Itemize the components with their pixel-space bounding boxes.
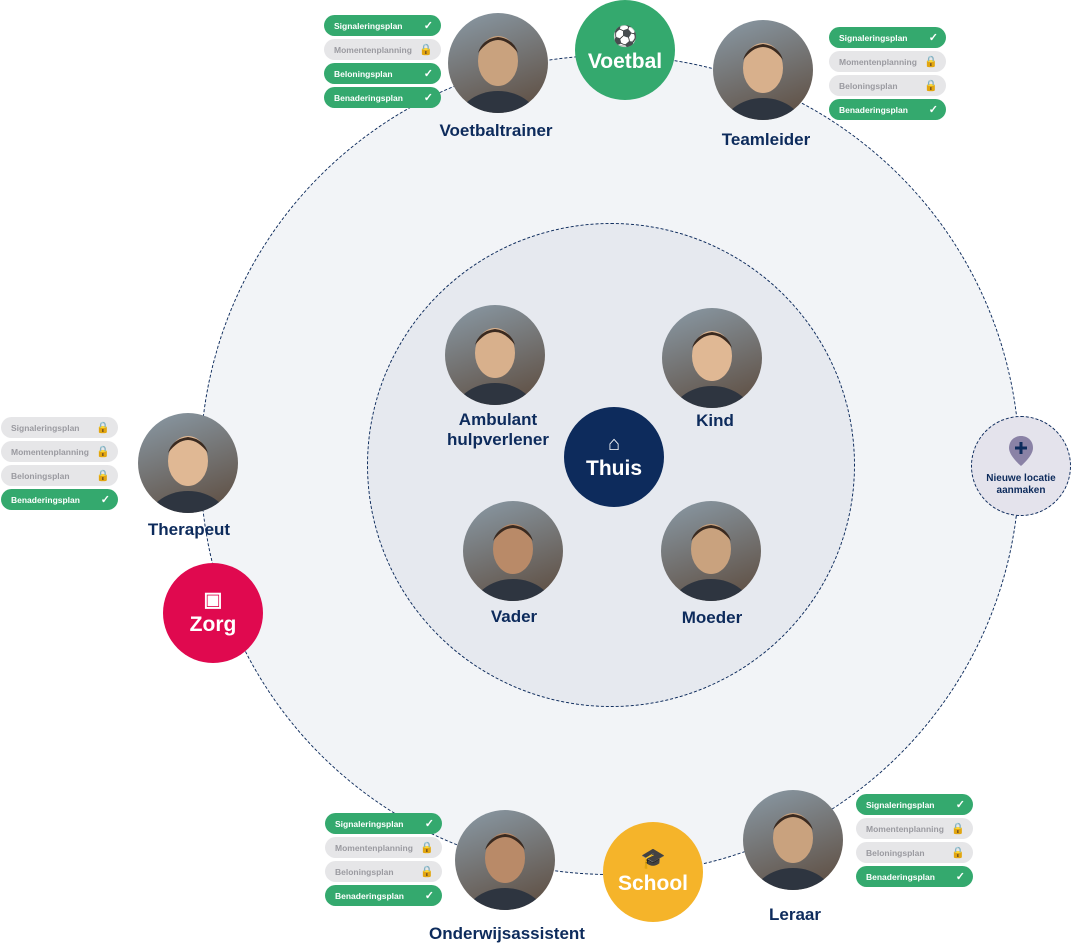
location-zorg[interactable]: ▣Zorg: [163, 563, 263, 663]
person-name: Leraar: [769, 905, 821, 924]
plan-badge[interactable]: Beloningsplan 🔒: [829, 75, 946, 96]
check-icon: ✓: [424, 818, 434, 830]
plan-badges-therapeut: Signaleringsplan🔒Momentenplanning🔒Beloni…: [1, 417, 118, 513]
plan-badge[interactable]: Signaleringsplan ✓: [856, 794, 973, 815]
new-location-button[interactable]: Nieuwe locatie aanmaken: [971, 416, 1071, 516]
check-icon: ✓: [100, 494, 110, 506]
plan-badges-leraar: Signaleringsplan✓Momentenplanning🔒Beloni…: [856, 794, 973, 890]
person-name: Kind: [696, 411, 734, 430]
plan-badge[interactable]: Momentenplanning 🔒: [856, 818, 973, 839]
lock-icon: 🔒: [924, 56, 938, 68]
plan-badge[interactable]: Beloningsplan 🔒: [1, 465, 118, 486]
plan-label: Signaleringsplan: [334, 20, 403, 31]
plan-label: Benaderingsplan: [839, 104, 908, 115]
person-name: Moeder: [681, 608, 743, 627]
plan-label: Momentenplanning: [839, 56, 917, 67]
plan-badge[interactable]: Signaleringsplan ✓: [829, 27, 946, 48]
plan-label: Benaderingsplan: [866, 871, 935, 882]
plan-label: Signaleringsplan: [11, 422, 80, 433]
plan-badge[interactable]: Benaderingsplan ✓: [856, 866, 973, 887]
plan-label: Benaderingsplan: [11, 494, 80, 505]
location-school[interactable]: 🎓School: [603, 822, 703, 922]
plan-badge[interactable]: Benaderingsplan ✓: [324, 87, 441, 108]
plan-badge[interactable]: Beloningsplan ✓: [324, 63, 441, 84]
person-name: Onderwijsassistent: [429, 924, 585, 943]
check-icon: ✓: [424, 890, 434, 902]
avatar-kind[interactable]: [662, 308, 762, 408]
avatar-voetbaltrainer[interactable]: [448, 13, 548, 113]
lock-icon: 🔒: [951, 823, 965, 835]
plan-badge[interactable]: Signaleringsplan ✓: [324, 15, 441, 36]
location-voetbal[interactable]: ⚽Voetbal: [575, 0, 675, 100]
plan-badge[interactable]: Signaleringsplan 🔒: [1, 417, 118, 438]
map-pin-plus-icon: [1008, 435, 1034, 467]
lock-icon: 🔒: [96, 446, 110, 458]
plan-badge[interactable]: Beloningsplan 🔒: [856, 842, 973, 863]
plan-label: Momentenplanning: [866, 823, 944, 834]
plan-label: Signaleringsplan: [335, 818, 404, 829]
plan-badge[interactable]: Momentenplanning 🔒: [829, 51, 946, 72]
lock-icon: 🔒: [924, 80, 938, 92]
lock-icon: 🔒: [951, 847, 965, 859]
check-icon: ✓: [928, 32, 938, 44]
person-name: Ambulant hulpverlener: [446, 410, 550, 449]
person-name: Vader: [490, 607, 538, 626]
plan-label: Beloningsplan: [335, 866, 394, 877]
location-label: Thuis: [586, 457, 642, 480]
plan-label: Benaderingsplan: [334, 92, 403, 103]
person-name: Teamleider: [721, 130, 811, 149]
location-label: School: [617, 872, 688, 895]
check-icon: ✓: [928, 104, 938, 116]
plan-label: Momentenplanning: [334, 44, 412, 55]
plan-label: Benaderingsplan: [335, 890, 404, 901]
plan-label: Beloningsplan: [866, 847, 925, 858]
location-label: Zorg: [189, 613, 237, 636]
plan-badge[interactable]: Benaderingsplan ✓: [829, 99, 946, 120]
lock-icon: 🔒: [96, 422, 110, 434]
plan-badges-voetbaltrainer: Signaleringsplan ✓ Momentenplanning 🔒 Beloni…: [324, 15, 441, 111]
avatar-onderwijsassistent[interactable]: [455, 810, 555, 910]
location-thuis[interactable]: ⌂Thuis: [564, 407, 664, 507]
plan-label: Signaleringsplan: [839, 32, 908, 43]
folder-person-icon: ▣: [203, 589, 223, 611]
plan-label: Momentenplanning: [335, 842, 413, 853]
new-location-label: Nieuwe locatie aanmaken: [986, 473, 1056, 496]
plan-label: Signaleringsplan: [866, 799, 935, 810]
plan-badge[interactable]: Signaleringsplan ✓: [325, 813, 442, 834]
check-icon: ✓: [423, 92, 433, 104]
check-icon: ✓: [955, 799, 965, 811]
graduation-cap-icon: 🎓: [640, 848, 666, 870]
person-name: Voetbaltrainer: [439, 121, 553, 140]
plan-label: Beloningsplan: [334, 68, 393, 79]
plan-label: Momentenplanning: [11, 446, 89, 457]
avatar-therapeut[interactable]: [138, 413, 238, 513]
avatar-teamleider[interactable]: [713, 20, 813, 120]
plan-badge[interactable]: Benaderingsplan ✓: [1, 489, 118, 510]
person-name: Therapeut: [147, 520, 231, 539]
plan-badge[interactable]: Momentenplanning 🔒: [325, 837, 442, 858]
avatar-moeder[interactable]: [661, 501, 761, 601]
plan-label: Beloningsplan: [839, 80, 898, 91]
check-icon: ✓: [423, 20, 433, 32]
plan-badge[interactable]: Beloningsplan 🔒: [325, 861, 442, 882]
plan-badges-onderwijsassistent: Signaleringsplan✓Momentenplanning🔒Beloni…: [325, 813, 442, 909]
soccer-ball-icon: ⚽: [612, 26, 638, 48]
lock-icon: 🔒: [420, 842, 434, 854]
plan-badge[interactable]: Benaderingsplan ✓: [325, 885, 442, 906]
plan-badge[interactable]: Momentenplanning 🔒: [1, 441, 118, 462]
check-icon: ✓: [955, 871, 965, 883]
avatar-ambulant[interactable]: [445, 305, 545, 405]
home-icon: ⌂: [607, 433, 621, 455]
lock-icon: 🔒: [96, 470, 110, 482]
location-label: Voetbal: [587, 50, 663, 73]
avatar-vader[interactable]: [463, 501, 563, 601]
plan-label: Beloningsplan: [11, 470, 70, 481]
plan-badges-teamleider: Signaleringsplan✓Momentenplanning🔒Beloni…: [829, 27, 946, 123]
plan-badge[interactable]: Momentenplanning 🔒: [324, 39, 441, 60]
lock-icon: 🔒: [419, 44, 433, 56]
lock-icon: 🔒: [420, 866, 434, 878]
avatar-leraar[interactable]: [743, 790, 843, 890]
check-icon: ✓: [423, 68, 433, 80]
